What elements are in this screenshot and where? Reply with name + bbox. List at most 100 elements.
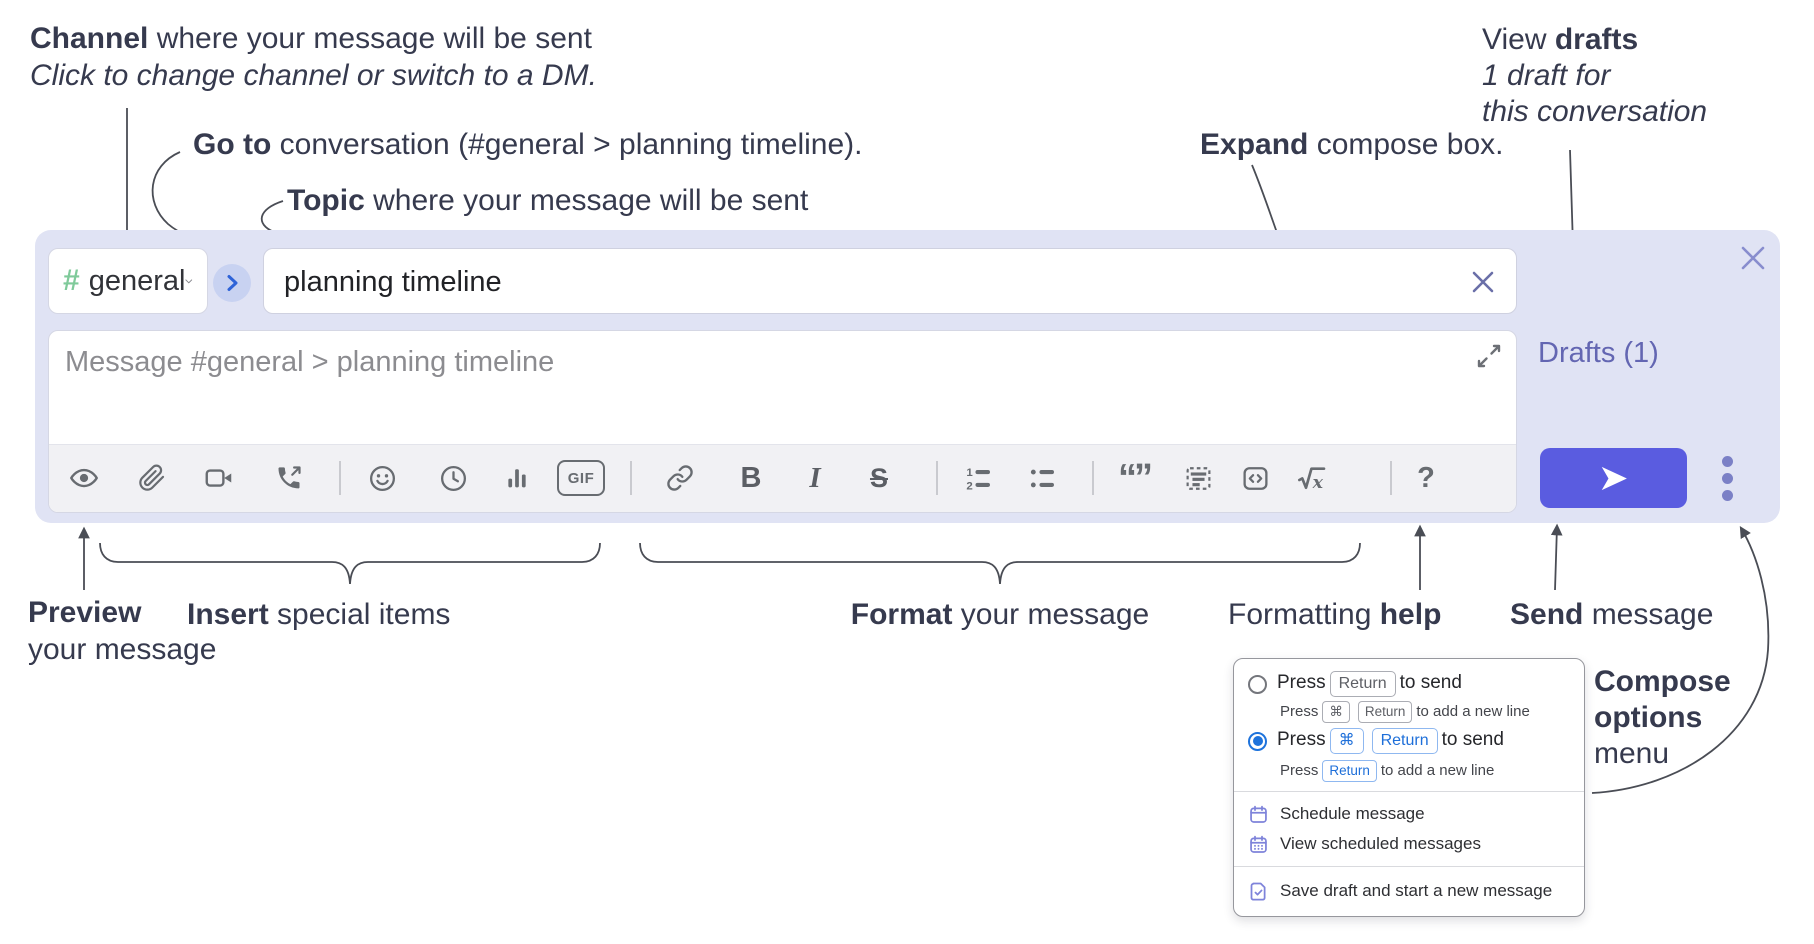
view-drafts-note: View drafts 1 draft for this conversatio… [1482,23,1708,128]
view-scheduled-messages-item[interactable]: View scheduled messages [1234,829,1584,859]
send-arrow-line [1550,523,1563,591]
toolbar-divider [1390,461,1392,495]
kebab-dot [1721,489,1733,501]
link-button[interactable] [663,461,697,495]
clear-topic-icon[interactable] [1470,269,1496,295]
message-placeholder: Message #general > planning timeline [65,346,555,378]
channel-selector[interactable]: # general [48,248,208,314]
toolbar-divider [630,461,632,495]
recent-button[interactable] [436,461,470,495]
svg-text:1: 1 [966,467,973,479]
svg-text:2: 2 [966,480,972,492]
message-input[interactable]: Message #general > planning timeline [49,331,1516,446]
close-compose-icon[interactable] [1738,243,1768,273]
channel-hash-icon: # [63,264,80,297]
toolbar-divider [936,461,938,495]
paperclip-icon [139,464,165,491]
strikethrough-button[interactable]: S [862,461,896,495]
inline-code-button[interactable] [1238,461,1272,495]
format-note: Format your message [850,598,1150,631]
goto-conversation-button[interactable] [213,264,251,302]
menu-item-label: View scheduled messages [1280,834,1481,853]
expand-note: Expand compose box. [1200,128,1504,161]
goto-note: Go to conversation (#general > planning … [193,128,863,161]
draft-check-icon [1250,882,1266,901]
insert-note: Insert special items [187,598,451,631]
format-brace [639,542,1361,585]
clock-icon [440,465,466,491]
calendar-icon [1250,805,1267,823]
topic-note: Topic where your message will be sent [287,184,809,217]
ordered-list-icon: 1 2 [966,467,990,492]
ordered-list-button[interactable]: 1 2 [961,461,995,495]
chevron-down-icon [185,278,193,283]
expand-compose-icon[interactable] [1475,342,1503,370]
save-draft-item[interactable]: Save draft and start a new message [1234,874,1584,908]
return-keycap: Return [1357,700,1413,723]
formatting-help-button[interactable]: ? [1409,461,1443,495]
inline-code-icon [1242,466,1268,490]
link-icon [667,465,693,491]
phone-outgoing-icon [278,466,301,489]
toolbar-divider [1092,461,1094,495]
calendar-grid-icon [1250,835,1267,853]
sqrt-icon: x [1298,467,1326,493]
topic-input-wrap [263,248,1517,315]
cmd-keycap: ⌘ [1329,728,1364,754]
return-keycap: Return [1371,728,1438,754]
bold-button[interactable]: B [734,461,768,495]
kebab-dot [1721,455,1733,467]
topic-input[interactable] [282,249,1456,315]
formatting-help-note: Formatting help [1228,598,1442,631]
attach-button[interactable] [135,461,169,495]
preview-note: Preview your message [28,596,217,666]
preview-button[interactable] [67,461,101,495]
italic-button[interactable]: I [798,461,832,495]
send-note: Send message [1510,598,1714,631]
bulleted-list-button[interactable] [1025,461,1059,495]
blockquote-icon: “” [1118,457,1153,499]
return-keycap: Return [1322,759,1377,782]
channel-name: general [88,264,186,297]
italic-icon: I [809,461,821,494]
insert-brace [99,542,601,585]
poll-button[interactable] [500,461,534,495]
schedule-message-item[interactable]: Schedule message [1234,799,1584,829]
message-composer: Message #general > planning timeline [48,330,1517,513]
drafts-link[interactable]: Drafts (1) [1538,337,1659,369]
video-clip-button[interactable] [202,461,236,495]
bulleted-list-icon [1030,469,1054,487]
svg-text:x: x [1312,473,1324,493]
bold-icon: B [740,461,762,494]
gif-button[interactable]: GIF [557,460,605,496]
gif-icon: GIF [557,460,605,496]
video-camera-icon [205,469,232,487]
formula-button[interactable]: x [1295,461,1329,495]
cmd-keycap: ⌘ [1322,700,1350,723]
kebab-dot [1721,472,1733,484]
code-block-icon [1186,466,1210,490]
channel-note: Channel where your message will be sent … [30,22,597,92]
menu-item-label: Schedule message [1280,804,1425,823]
send-icon [1601,466,1627,490]
radio-selected-icon[interactable] [1248,731,1267,751]
menu-divider [1234,791,1584,792]
radio-unselected-icon[interactable] [1248,674,1267,694]
chevron-right-icon [227,275,238,291]
compose-options-button[interactable] [1712,450,1742,506]
toolbar-divider [339,461,341,495]
send-button[interactable] [1540,448,1687,508]
menu-item-label: Save draft and start a new message [1280,881,1553,900]
code-block-button[interactable] [1181,461,1215,495]
eye-icon [70,468,98,488]
blockquote-button[interactable]: “” [1117,457,1153,499]
audio-clip-button[interactable] [272,461,306,495]
formatting-toolbar: GIF B I S 1 2 [49,444,1516,512]
emoji-button[interactable] [365,461,399,495]
menu-divider [1234,866,1584,867]
